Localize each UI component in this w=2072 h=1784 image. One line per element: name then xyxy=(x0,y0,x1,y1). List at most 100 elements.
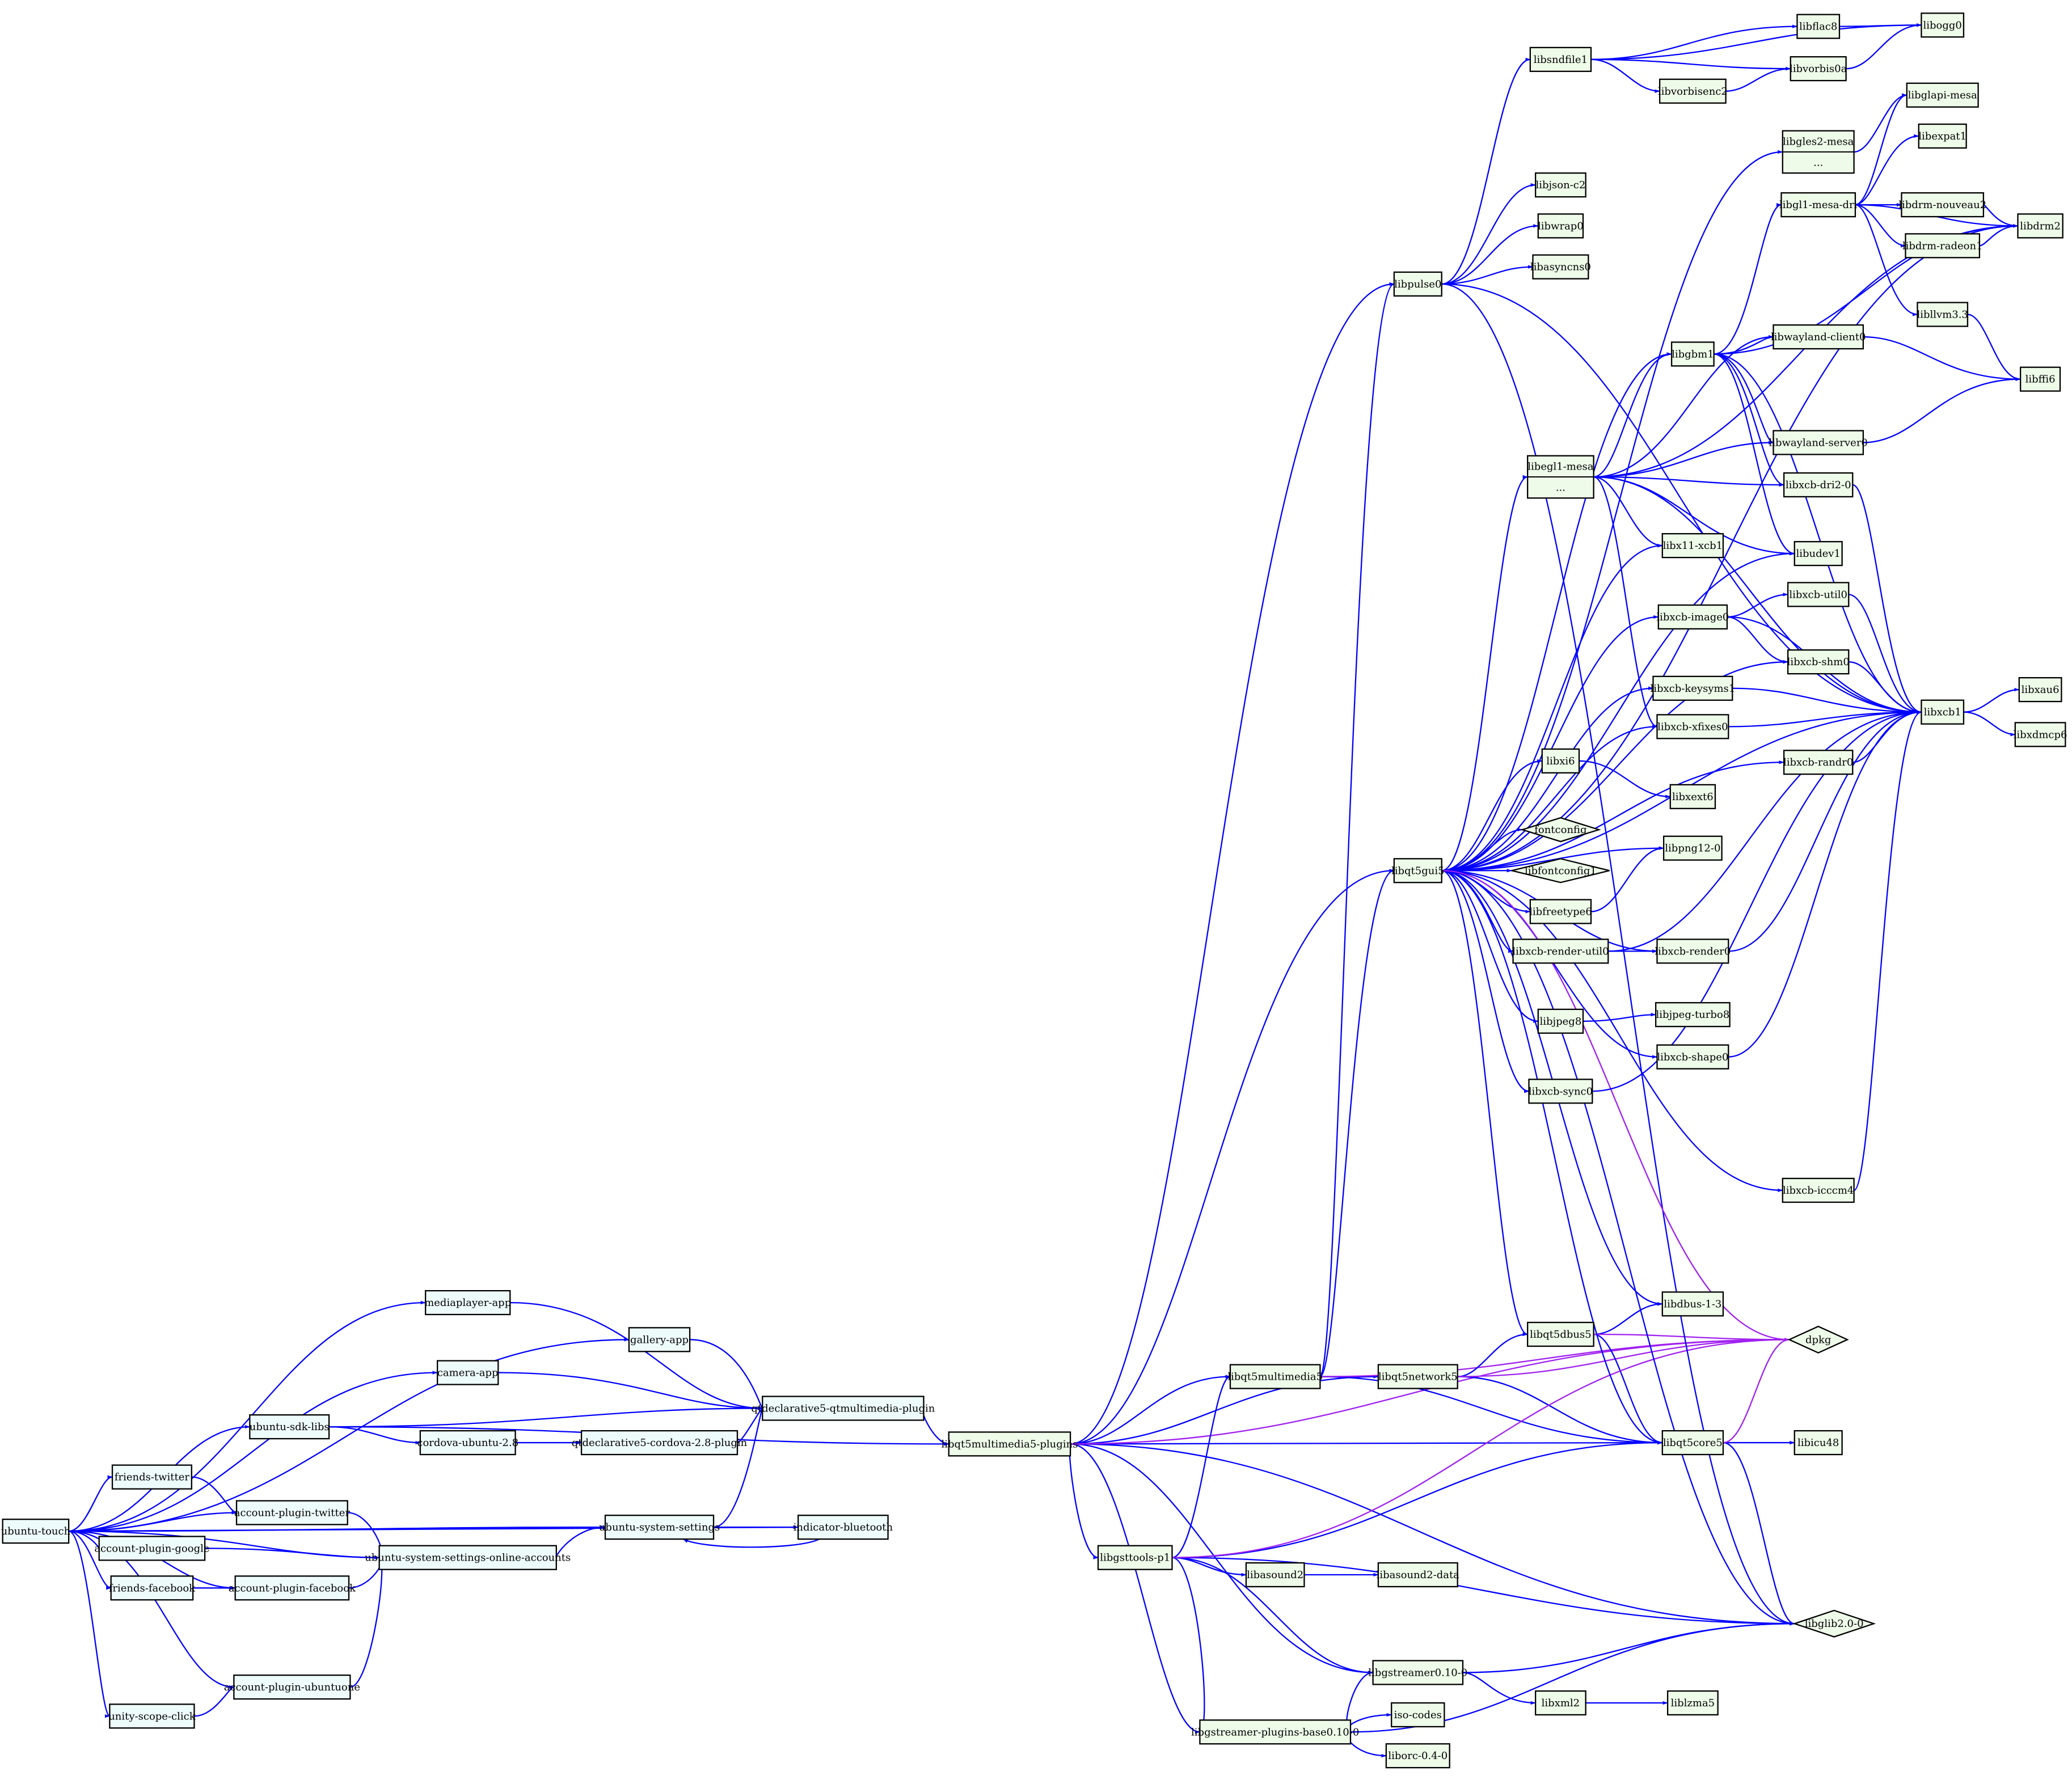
node-account-plugin-facebook[interactable]: account-plugin-facebook xyxy=(229,1575,356,1601)
node-label: libjpeg-turbo8 xyxy=(1656,1009,1730,1021)
node-libqt5gui5[interactable]: libqt5gui5 xyxy=(1391,858,1445,883)
edge-libsndfile1-to-libflac8 xyxy=(1590,24,1797,60)
edge-libgstreamer0.10-0-to-libxml2 xyxy=(1462,1672,1536,1705)
node-libgl1-mesa-dri[interactable]: libgl1-mesa-dri xyxy=(1779,192,1858,218)
node-mediaplayer-app[interactable]: mediaplayer-app xyxy=(424,1290,511,1316)
node-iso-codes[interactable]: iso-codes xyxy=(1391,1702,1445,1728)
node-libdrm-radeon1[interactable]: libdrm-radeon1 xyxy=(1902,233,1983,259)
node-libogg0[interactable]: libogg0 xyxy=(1921,12,1965,38)
node-libsndfile1[interactable]: libsndfile1 xyxy=(1529,46,1592,72)
node-liblzma5[interactable]: liblzma5 xyxy=(1666,1690,1719,1716)
node-libdrm2[interactable]: libdrm2 xyxy=(2017,213,2063,239)
node-fontconfig[interactable]: fontconfig xyxy=(1520,817,1601,843)
node-friends-facebook[interactable]: friends-facebook xyxy=(109,1575,196,1601)
node-liborc-0.4-0[interactable]: liborc-0.4-0 xyxy=(1385,1743,1450,1769)
node-libxcb-icccm4[interactable]: libxcb-icccm4 xyxy=(1782,1177,1855,1203)
node-libglib2.0-0[interactable]: libglib2.0-0 xyxy=(1792,1609,1876,1638)
node-libgbm1[interactable]: libgbm1 xyxy=(1670,341,1715,367)
edge-path xyxy=(69,1475,113,1532)
node-libfreetype6[interactable]: libfreetype6 xyxy=(1529,899,1592,924)
node-libqt5dbus5[interactable]: libqt5dbus5 xyxy=(1527,1321,1594,1347)
node-qtdeclarative5-cordova-2.8-plugin[interactable]: qtdeclarative5-cordova-2.8-plugin xyxy=(572,1430,748,1456)
edge-path xyxy=(1172,1557,1247,1577)
node-ubuntu-touch[interactable]: ubuntu-touch xyxy=(1,1519,71,1544)
node-libwayland-client0[interactable]: libwayland-client0 xyxy=(1771,324,1866,350)
node-account-plugin-twitter[interactable]: account-plugin-twitter xyxy=(234,1500,351,1525)
edge-libqt5gui5-to-libxcb-xfixes0 xyxy=(1441,725,1657,872)
node-libffi6[interactable]: libffi6 xyxy=(2019,366,2061,392)
node-libxcb-render0[interactable]: libxcb-render0 xyxy=(1655,938,1731,964)
node-libpulse0[interactable]: libpulse0 xyxy=(1393,271,1442,297)
edge-ubuntu-system-settings-to-qtdeclarative5-qtmultimedia-plugin xyxy=(713,1406,763,1528)
node-label: libqt5network5 xyxy=(1378,1371,1458,1383)
edge-account-plugin-ubuntuone-to-ubuntu-system-settings-online-accounts xyxy=(350,1555,385,1688)
node-camera-app[interactable]: camera-app xyxy=(436,1360,499,1385)
edge-path xyxy=(1441,352,1672,872)
edge-libqt5dbus5-to-libdbus-1-3 xyxy=(1593,1302,1663,1335)
node-libgles2-mesa[interactable]: libgles2-mesa... xyxy=(1782,130,1855,174)
node-label: libdbus-1-3 xyxy=(1664,1298,1721,1310)
node-gallery-app[interactable]: gallery-app xyxy=(628,1327,691,1352)
node-libwayland-server0[interactable]: libwayland-server0 xyxy=(1769,430,1868,455)
node-libasyncns0[interactable]: libasyncns0 xyxy=(1530,254,1591,280)
node-libxcb-util0[interactable]: libxcb-util0 xyxy=(1787,582,1850,607)
node-ubuntu-system-settings-online-accounts[interactable]: ubuntu-system-settings-online-accounts xyxy=(365,1545,571,1570)
node-libxext6[interactable]: libxext6 xyxy=(1669,784,1716,809)
node-libgsttools-p1[interactable]: libgsttools-p1 xyxy=(1097,1545,1173,1570)
node-unity-scope-click[interactable]: unity-scope-click xyxy=(108,1703,196,1729)
node-libexpat1[interactable]: libexpat1 xyxy=(1918,123,1967,149)
node-libgstreamer-plugins-base0.10-0[interactable]: libgstreamer-plugins-base0.10-0 xyxy=(1191,1719,1359,1745)
node-libxcb-sync0[interactable]: libxcb-sync0 xyxy=(1528,1079,1593,1104)
node-libegl1-mesa[interactable]: libegl1-mesa... xyxy=(1527,455,1594,499)
node-dpkg[interactable]: dpkg xyxy=(1787,1325,1849,1354)
node-libqt5core5[interactable]: libqt5core5 xyxy=(1661,1430,1724,1456)
node-qtdeclarative5-qtmultimedia-plugin[interactable]: qtdeclarative5-qtmultimedia-plugin xyxy=(751,1396,935,1421)
node-libjpeg-turbo8[interactable]: libjpeg-turbo8 xyxy=(1655,1002,1731,1028)
node-libxcb-randr0[interactable]: libxcb-randr0 xyxy=(1783,750,1854,775)
node-libvorbisenc2[interactable]: libvorbisenc2 xyxy=(1658,78,1728,104)
node-libxcb-shape0[interactable]: libxcb-shape0 xyxy=(1656,1044,1729,1069)
node-libxcb1[interactable]: libxcb1 xyxy=(1921,699,1965,725)
node-libxau6[interactable]: libxau6 xyxy=(2018,677,2062,703)
edge-path xyxy=(68,1530,112,1590)
node-libgstreamer0.10-0[interactable]: libgstreamer0.10-0 xyxy=(1368,1660,1467,1685)
node-libqt5multimedia5[interactable]: libqt5multimedia5 xyxy=(1227,1364,1323,1389)
node-libicu48[interactable]: libicu48 xyxy=(1794,1430,1843,1456)
node-libdrm-nouveau2[interactable]: libdrm-nouveau2 xyxy=(1898,192,1986,218)
node-libfontconfig1[interactable]: libfontconfig1 xyxy=(1511,858,1610,883)
edge-path xyxy=(1441,760,1784,872)
node-libxcb-shm0[interactable]: libxcb-shm0 xyxy=(1787,649,1850,675)
node-friends-twitter[interactable]: friends-twitter xyxy=(111,1464,192,1490)
node-libxi6[interactable]: libxi6 xyxy=(1541,748,1580,774)
node-account-plugin-google[interactable]: account-plugin-google xyxy=(94,1536,210,1561)
node-libxdmcp6[interactable]: libxdmcp6 xyxy=(2014,722,2067,747)
node-libpng12-0[interactable]: libpng12-0 xyxy=(1662,835,1723,861)
node-libudev1[interactable]: libudev1 xyxy=(1794,541,1843,567)
node-libxcb-image0[interactable]: libxcb-image0 xyxy=(1656,604,1729,630)
edge-path xyxy=(1441,686,1653,872)
node-ubuntu-system-settings[interactable]: ubuntu-system-settings xyxy=(599,1515,720,1540)
node-libllvm3.3[interactable]: libllvm3.3 xyxy=(1917,302,1969,327)
node-libx11-xcb1[interactable]: libx11-xcb1 xyxy=(1661,533,1724,559)
node-libdbus-1-3[interactable]: libdbus-1-3 xyxy=(1661,1291,1724,1317)
node-account-plugin-ubuntuone[interactable]: account-plugin-ubuntuone xyxy=(224,1674,360,1700)
node-libxcb-keysyms1[interactable]: libxcb-keysyms1 xyxy=(1650,675,1735,701)
node-libasound2-data[interactable]: libasound2-data xyxy=(1377,1562,1460,1588)
node-libjpeg8[interactable]: libjpeg8 xyxy=(1537,1008,1584,1034)
node-libxcb-render-util0[interactable]: libxcb-render-util0 xyxy=(1512,938,1609,964)
node-libasound2[interactable]: libasound2 xyxy=(1245,1562,1305,1588)
node-libwrap0[interactable]: libwrap0 xyxy=(1537,213,1584,239)
node-libvorbis0a[interactable]: libvorbis0a xyxy=(1790,56,1847,82)
node-libxcb-xfixes0[interactable]: libxcb-xfixes0 xyxy=(1656,714,1729,739)
node-cordova-ubuntu-2.8[interactable]: cordova-ubuntu-2.8 xyxy=(417,1430,518,1456)
edge-path xyxy=(1583,1013,1656,1022)
node-libflac8[interactable]: libflac8 xyxy=(1796,14,1841,39)
node-indicator-bluetooth[interactable]: indicator-bluetooth xyxy=(794,1515,893,1540)
node-libxml2[interactable]: libxml2 xyxy=(1534,1690,1586,1716)
node-ubuntu-sdk-libs[interactable]: ubuntu-sdk-libs xyxy=(249,1414,330,1440)
node-libjson-c2[interactable]: libjson-c2 xyxy=(1534,172,1586,198)
node-libqt5multimedia5-plugins[interactable]: libqt5multimedia5-plugins xyxy=(941,1431,1078,1457)
node-libqt5network5[interactable]: libqt5network5 xyxy=(1377,1364,1458,1389)
node-libxcb-dri2-0[interactable]: libxcb-dri2-0 xyxy=(1783,472,1854,498)
node-libglapi-mesa[interactable]: libglapi-mesa xyxy=(1906,82,1979,108)
